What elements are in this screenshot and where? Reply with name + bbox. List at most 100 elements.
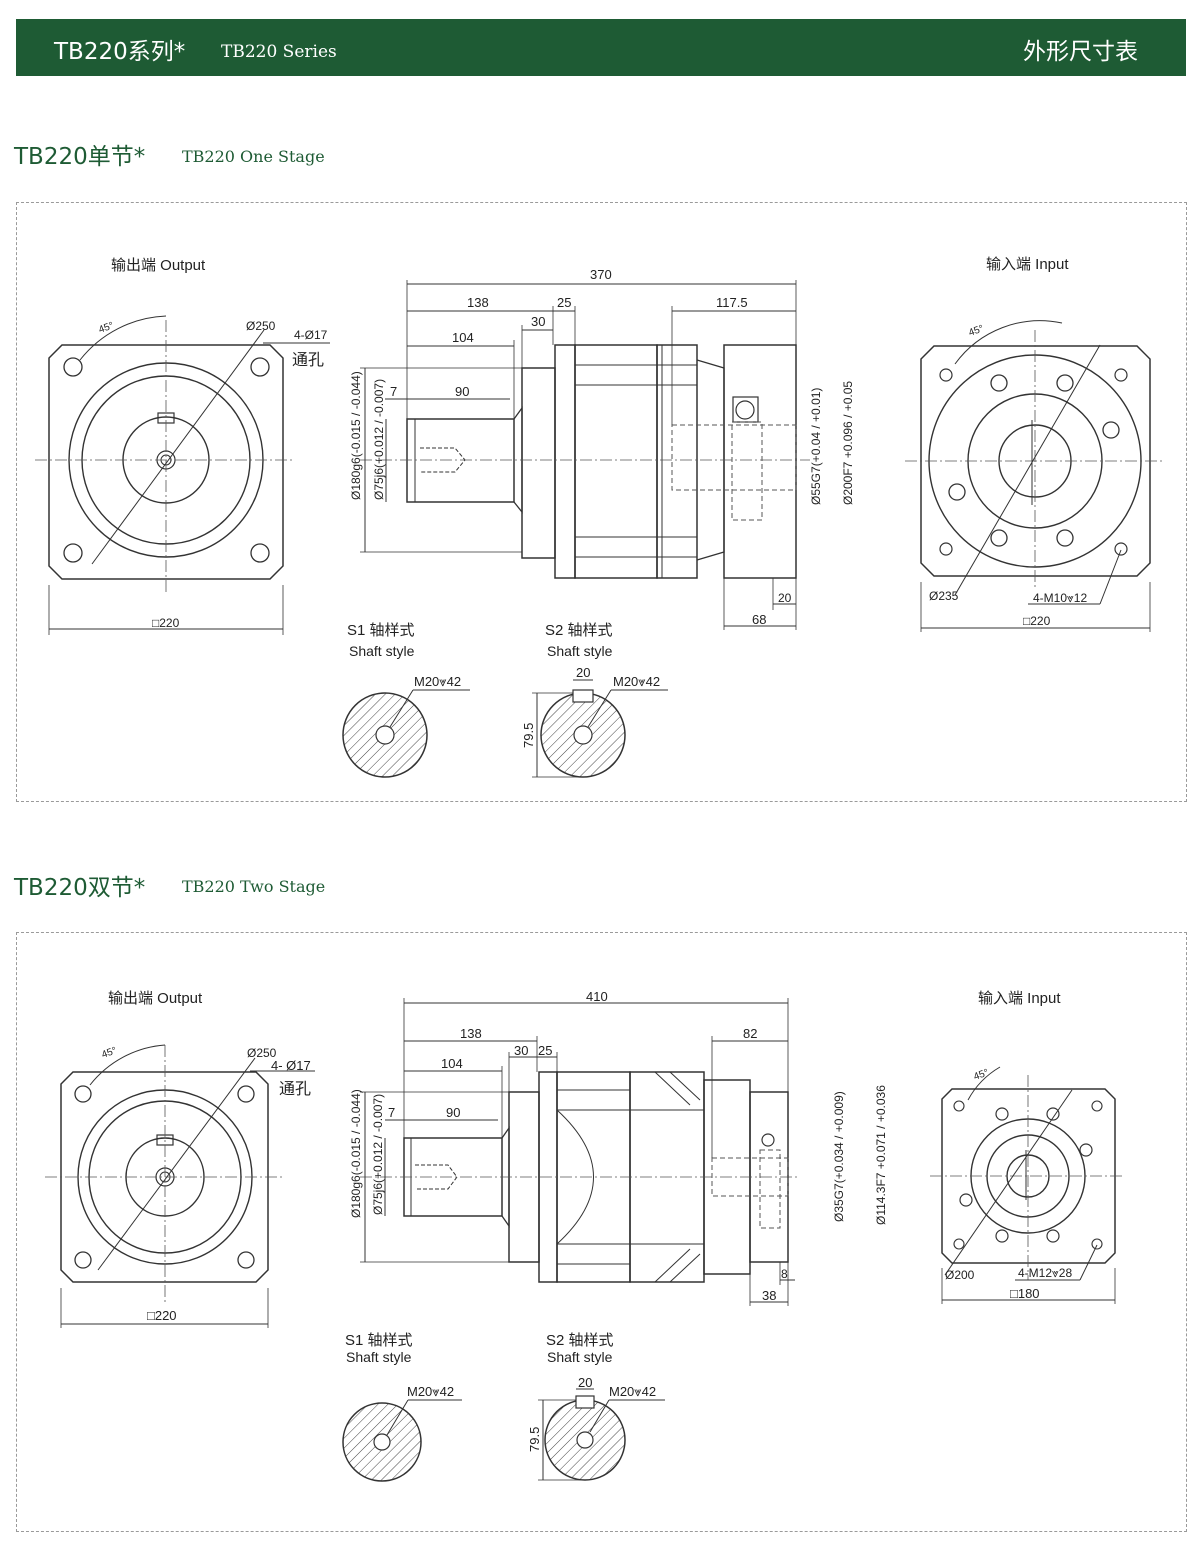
svg-text:4-M12⩔28: 4-M12⩔28: [1018, 1266, 1072, 1280]
svg-text:S2 轴样式: S2 轴样式: [546, 1332, 614, 1349]
svg-text:45°: 45°: [100, 1045, 118, 1061]
stage2-drawing-frame: [16, 932, 1187, 1532]
svg-text:M20⩔42: M20⩔42: [609, 1384, 656, 1399]
stage2-output-label: 输出端 Output: [108, 990, 203, 1007]
square-size: □220: [152, 616, 180, 630]
stage1-drawing-frame: [16, 202, 1187, 802]
svg-text:Ø180g6(-0.015 / -0.044): Ø180g6(-0.015 / -0.044): [349, 1089, 363, 1218]
pilot-tolerance: Ø200F7 +0.096 / +0.05: [841, 381, 855, 505]
shaft-od-tolerance: Ø180g6(-0.015 / -0.044): [349, 371, 363, 500]
dimension-table-title: 外形尺寸表: [1023, 39, 1138, 65]
stage1-side-view: 370 138 25 117.5 30 104 7 90 20 68 Ø180g…: [349, 267, 855, 630]
angle-arc: [79, 315, 167, 361]
motor-bore-hidden: [671, 424, 797, 491]
stage2-output-view: 输出端 Output 45° Ø250 4- Ø17 通孔 □220: [45, 990, 315, 1328]
stage2-side-view: 410 138 82 30 25 104 7 90 8 38 Ø180g6(-0…: [349, 989, 888, 1306]
series-subtitle: TB220 Series: [221, 42, 337, 62]
pcd-leader: [91, 329, 265, 565]
svg-text:S1 轴样式: S1 轴样式: [345, 1332, 413, 1349]
svg-text:7: 7: [390, 384, 397, 399]
stage1-input-label: 输入端 Input: [986, 256, 1069, 273]
s1-thread: M20⩔42: [414, 674, 461, 689]
svg-text:Ø250: Ø250: [247, 1046, 277, 1060]
stage1-title: TB220单节*: [14, 144, 146, 170]
svg-text:M20⩔42: M20⩔42: [407, 1384, 454, 1399]
hole-spec: 4-Ø17: [294, 328, 328, 342]
svg-text:20: 20: [576, 665, 590, 680]
input-hole-spec: 4-M10⩔12: [1033, 591, 1087, 605]
gear-housing: [574, 344, 658, 579]
svg-text:20: 20: [778, 591, 792, 605]
svg-text:117.5: 117.5: [716, 295, 748, 310]
svg-text:8: 8: [781, 1267, 788, 1281]
svg-text:Ø75j6(+0.012 / -0.007): Ø75j6(+0.012 / -0.007): [371, 1094, 385, 1215]
svg-text:45°: 45°: [972, 1067, 990, 1083]
input-bore-tolerance: Ø55G7(+0.04 / +0.01): [809, 388, 823, 505]
s1-label: S1 轴样式: [347, 622, 415, 639]
output-shaft: [406, 418, 515, 503]
svg-text:M20⩔42: M20⩔42: [613, 674, 660, 689]
svg-text:□180: □180: [1010, 1286, 1040, 1301]
stage2-title: TB220双节*: [14, 875, 146, 901]
stage1-output-label: 输出端 Output: [111, 257, 206, 274]
svg-text:104: 104: [441, 1056, 463, 1071]
svg-text:□220: □220: [1023, 614, 1051, 628]
svg-text:20: 20: [578, 1375, 592, 1390]
shaft-diameter-tolerance: Ø75j6(+0.012 / -0.007): [372, 379, 386, 500]
output-flange: [521, 367, 556, 559]
svg-text:104: 104: [452, 330, 474, 345]
mount-hole: [63, 543, 83, 563]
svg-text:25: 25: [557, 295, 571, 310]
clamp-screw: [735, 400, 755, 420]
svg-text:Ø114.3F7 +0.071 / +0.036: Ø114.3F7 +0.071 / +0.036: [874, 1085, 888, 1225]
stage2-input-view: 输入端 Input 45° Ø200 4-M12⩔28 □180: [930, 990, 1125, 1304]
svg-text:90: 90: [455, 384, 469, 399]
svg-text:138: 138: [460, 1026, 482, 1041]
svg-text:Shaft style: Shaft style: [346, 1349, 412, 1365]
stage1-input-view: 输入端 Input 45° Ø235 4-M10⩔12 □220: [905, 256, 1165, 632]
stage2-input-label: 输入端 Input: [978, 990, 1061, 1007]
svg-text:79.5: 79.5: [527, 1427, 542, 1452]
svg-text:79.5: 79.5: [521, 723, 536, 748]
page-header: TB220系列* TB220 Series 外形尺寸表: [16, 19, 1186, 76]
svg-text:38: 38: [762, 1288, 776, 1303]
input-pcd: Ø235: [929, 589, 959, 603]
svg-text:Shaft style: Shaft style: [349, 643, 415, 659]
stage2-shaft-styles: S1 轴样式 Shaft style M20⩔42 S2 轴样式 Shaft s…: [342, 1332, 665, 1482]
svg-text:410: 410: [586, 989, 608, 1004]
stage1-shaft-styles: S1 轴样式 Shaft style M20⩔42 S2 轴样式 Shaft s…: [342, 622, 668, 778]
svg-text:25: 25: [538, 1043, 552, 1058]
svg-text:通孔: 通孔: [279, 1080, 311, 1098]
s2-keyway: [572, 689, 594, 703]
input-adapter: [723, 344, 797, 579]
svg-text:90: 90: [446, 1105, 460, 1120]
svg-text:45°: 45°: [967, 323, 985, 339]
svg-text:7: 7: [388, 1105, 395, 1120]
svg-text:68: 68: [752, 612, 766, 627]
svg-text:4- Ø17: 4- Ø17: [271, 1058, 311, 1073]
svg-text:Shaft style: Shaft style: [547, 643, 613, 659]
svg-text:82: 82: [743, 1026, 757, 1041]
svg-text:Ø35G7(+0.034 / +0.009): Ø35G7(+0.034 / +0.009): [832, 1091, 846, 1222]
stage1-subtitle: TB220 One Stage: [182, 147, 325, 166]
output-flange-outline: [48, 344, 284, 580]
mount-hole: [63, 357, 83, 377]
svg-text:Shaft style: Shaft style: [547, 1349, 613, 1365]
svg-text:45°: 45°: [97, 320, 115, 336]
svg-text:Ø200: Ø200: [945, 1268, 975, 1282]
pcd-label: Ø250: [246, 319, 276, 333]
s2-label: S2 轴样式: [545, 622, 613, 639]
through-hole-label: 通孔: [292, 351, 324, 369]
stage2-subtitle: TB220 Two Stage: [182, 877, 326, 896]
svg-text:138: 138: [467, 295, 489, 310]
svg-text:□220: □220: [147, 1308, 177, 1323]
svg-text:30: 30: [531, 314, 545, 329]
series-title: TB220系列*: [54, 39, 186, 65]
input-flange-outline: [920, 345, 1151, 577]
svg-text:30: 30: [514, 1043, 528, 1058]
overall-length: 370: [590, 267, 612, 282]
mount-hole: [250, 543, 270, 563]
stage1-output-view: 输出端 Output 45° Ø250 4-Ø17 通孔 □220: [35, 257, 330, 635]
mount-hole: [250, 357, 270, 377]
